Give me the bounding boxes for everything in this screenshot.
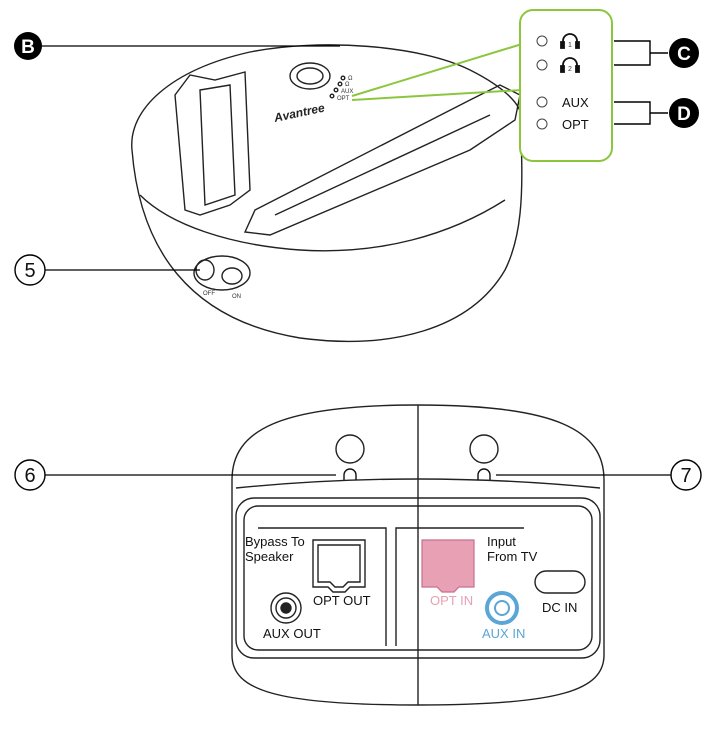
hp1-button [335, 434, 365, 464]
opt-out-label: OPT OUT [313, 593, 371, 608]
bypass-label-line1: Bypass To [245, 534, 305, 549]
rear-body-outline [231, 404, 605, 706]
opt-in-label: OPT IN [430, 593, 473, 608]
callout-d-badge [669, 98, 699, 128]
device-top-outline [131, 44, 522, 151]
power-switch [193, 255, 251, 291]
callout-5-text: 5 [24, 260, 35, 282]
hp2-button [469, 434, 499, 464]
input-label-line2: From TV [487, 549, 538, 564]
bracket-c [614, 40, 668, 66]
bypass-label-line2: Speaker [245, 549, 294, 564]
callout-b-badge [14, 32, 42, 60]
bypass-group-box [258, 527, 387, 646]
dc-in-label: DC IN [542, 600, 577, 615]
opt-in-port [421, 539, 475, 593]
input-group-box [395, 527, 524, 646]
callout-c-badge [669, 38, 699, 68]
aux-out-port [270, 592, 302, 624]
led-label-hp1-small: Ω [348, 76, 353, 82]
aux-in-label: AUX IN [482, 626, 525, 641]
device-base-outline [131, 119, 523, 343]
led-panel [519, 9, 613, 162]
headphone-1-icon [560, 33, 580, 49]
led-label-aux-small: AUX [341, 89, 353, 95]
callout-c-text: C [677, 44, 691, 65]
rear-device [231, 404, 605, 706]
callout-7-text: 7 [680, 465, 691, 487]
green-pointer-line-1 [351, 43, 523, 97]
led-label-aux: AUX [562, 95, 589, 110]
led-aux [536, 96, 548, 108]
dc-in-port [534, 570, 586, 594]
callout-d-text: D [677, 104, 691, 125]
top-device [131, 44, 523, 343]
green-pointer-line-2 [351, 89, 523, 101]
headphone-2-icon [560, 57, 580, 73]
aux-out-label: AUX OUT [263, 626, 321, 641]
led-label-hp2-small: Ω [345, 82, 350, 88]
switch-off-label: OFF [203, 291, 215, 297]
led-hp1 [536, 35, 548, 47]
brand-logo: Avantree [272, 100, 326, 125]
svg-text:2: 2 [568, 66, 572, 73]
left-cradle [174, 71, 251, 216]
device-seam [139, 194, 506, 252]
opt-out-port [312, 539, 366, 593]
switch-on-label: ON [232, 294, 241, 300]
headphone-2-icon [477, 468, 491, 480]
right-cradle [243, 84, 521, 236]
svg-text:1: 1 [568, 42, 572, 49]
top-button [289, 62, 331, 90]
led-opt [536, 118, 548, 130]
input-label-line1: Input [487, 534, 516, 549]
led-hp2 [536, 59, 548, 71]
led-label-opt: OPT [562, 117, 589, 132]
headphone-1-icon [343, 468, 357, 480]
led-label-opt-small: OPT [337, 96, 350, 102]
rear-recess [235, 497, 601, 659]
callout-b-text: B [21, 37, 35, 58]
callout-6-text: 6 [24, 465, 35, 487]
bracket-d [614, 101, 668, 125]
